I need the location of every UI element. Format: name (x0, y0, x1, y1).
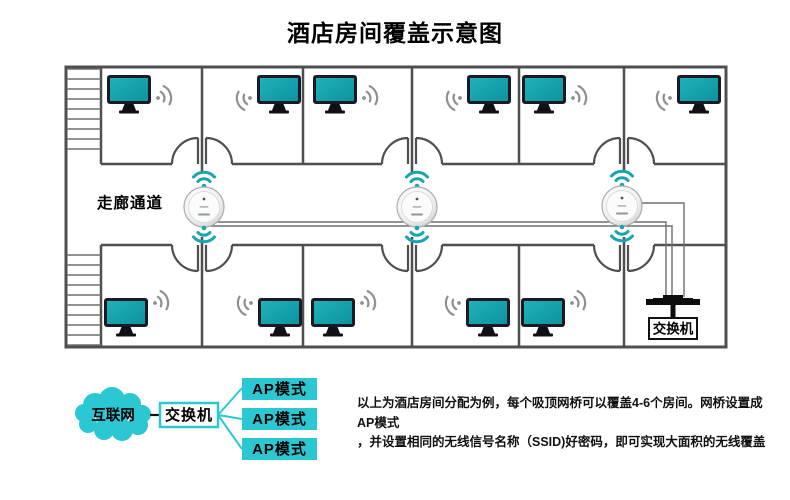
switch-ap-connectors (217, 387, 243, 450)
ceiling-ap-icon (183, 186, 225, 228)
ap-mode-box (242, 408, 317, 430)
ceiling-ap-icon (396, 186, 438, 228)
cable-lines (204, 202, 685, 297)
room-bottom-3 (303, 245, 412, 347)
ap-mode-box (242, 378, 317, 400)
ap-wifi-up-icon (610, 169, 634, 189)
floor-plan: 走廊通道 (64, 65, 728, 349)
corridor-label: 走廊通道 (96, 193, 163, 212)
ap-mode-boxes: AP模式 AP模式 AP模式 (242, 378, 317, 460)
ceiling-ap-icon (601, 185, 643, 227)
page-title: 酒店房间覆盖示意图 (287, 20, 503, 46)
switch-device-icon (646, 299, 654, 305)
room-bottom-2 (202, 245, 303, 347)
topology-switch-label: 交换机 (165, 406, 213, 424)
room-doors (170, 136, 656, 273)
room-bottom-4 (412, 245, 519, 347)
room-bottom-1 (101, 245, 202, 347)
ap-wifi-down-icon (610, 223, 634, 243)
ap-wifi-down-icon (405, 224, 429, 244)
ceiling-ap-group-1 (183, 170, 225, 244)
topology-switch-box (158, 401, 220, 429)
staircase-top-left-icon (67, 68, 101, 150)
switch-label: 交换机 (653, 321, 694, 337)
description-line-2: ，并设置相同的无线信号名称（SSID)好密码，即可实现大面积的无线覆盖 (357, 435, 766, 449)
outer-wall (64, 65, 728, 349)
switch-device: 交换机 (646, 295, 700, 340)
ceiling-ap-group-3 (601, 169, 643, 243)
switch-device-icon (663, 295, 683, 301)
ap-wifi-down-icon (192, 224, 216, 244)
switch-device-icon (670, 305, 676, 318)
description-text: 以上为酒店房间分配为例，每个吸顶网桥可以覆盖4-6个房间。网桥设置成AP模式 ，… (357, 394, 777, 453)
interior-walls (99, 67, 726, 347)
internet-cloud-icon (75, 387, 151, 441)
ap-mode-box (242, 438, 317, 460)
ap-wifi-up-icon (192, 170, 216, 190)
ap-mode-label: AP模式 (252, 440, 307, 458)
description-line-1: 以上为酒店房间分配为例，每个吸顶网桥可以覆盖4-6个房间。网桥设置成AP模式 (357, 396, 763, 430)
ceiling-ap-group-2 (396, 170, 438, 244)
internet-label: 互联网 (91, 407, 135, 424)
network-topology: 互联网 交换机 AP模式 AP模式 AP模式 (75, 378, 317, 460)
ap-wifi-up-icon (405, 170, 429, 190)
switch-device-icon (653, 298, 693, 305)
ap-mode-label: AP模式 (252, 380, 307, 398)
ap-mode-label: AP模式 (252, 410, 307, 428)
switch-device-icon (692, 299, 700, 305)
staircase-bottom-left-icon (67, 254, 101, 346)
room-bottom-5 (519, 245, 624, 347)
switch-label-box (648, 317, 698, 340)
